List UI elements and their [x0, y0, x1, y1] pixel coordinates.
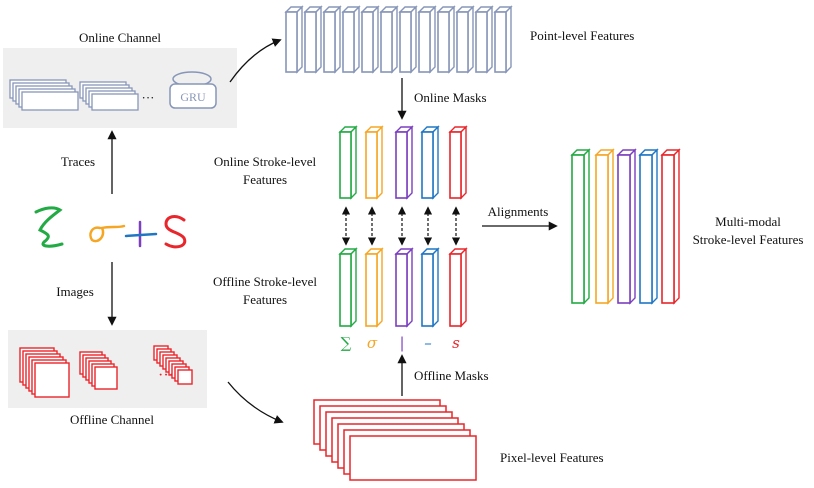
online-curve-arrow [229, 38, 282, 83]
online-stroke-bars [338, 125, 468, 200]
multimodal-stroke-bar [594, 148, 615, 305]
online-masks-label: Online Masks [414, 90, 487, 105]
handwritten-expression [34, 206, 187, 249]
sigma-sum-stroke [34, 206, 64, 248]
online-stroke-bar [338, 125, 358, 200]
multimodal-stroke-bar [616, 148, 637, 305]
trace-stack [9, 79, 79, 111]
offline-ellipsis: ··· [158, 367, 174, 384]
offline-image-stacks [19, 345, 193, 398]
stroke-symbol: | [399, 334, 404, 352]
stroke-symbol: – [424, 334, 432, 352]
point-features-label: Point-level Features [530, 28, 634, 43]
pairwise-alignment-arrows [341, 206, 461, 246]
point-feature-bar [474, 5, 494, 74]
offline-curve-arrow [227, 381, 284, 424]
point-feature-bar [341, 5, 361, 74]
point-feature-bar [360, 5, 380, 74]
offline-stroke-label-line2: Features [243, 292, 287, 307]
multimodal-stroke-bar [660, 148, 681, 305]
offline-stroke-bar [338, 247, 358, 328]
point-feature-bar [455, 5, 475, 74]
online-stroke-label-line1: Online Stroke-level [214, 154, 317, 169]
stroke-symbol: σ [367, 334, 378, 352]
traces-label: Traces [61, 154, 95, 169]
offline-masks-label: Offline Masks [414, 368, 489, 383]
stroke-symbols: ∑ σ | – s [341, 334, 461, 352]
online-stroke-bar [364, 125, 384, 200]
point-feature-bar [379, 5, 399, 74]
offline-stroke-label-line1: Offline Stroke-level [213, 274, 317, 289]
online-ellipsis: ··· [142, 90, 155, 105]
point-feature-bar [322, 5, 342, 74]
alignments-label: Alignments [488, 204, 549, 219]
sigma-stroke [89, 224, 126, 243]
point-feature-bar [436, 5, 456, 74]
multimodal-stroke-bar [570, 148, 591, 305]
point-level-feature-bars [284, 5, 513, 74]
plus-horizontal-stroke [124, 232, 158, 238]
offline-stroke-bar [364, 247, 384, 328]
offline-stroke-bar [420, 247, 440, 328]
image-stack [79, 351, 118, 390]
trace-stack [79, 81, 139, 111]
multimodal-label-line1: Multi-modal [715, 214, 781, 229]
gru-label: GRU [180, 90, 206, 104]
offline-stroke-bars [338, 247, 468, 328]
image-stack [153, 345, 193, 385]
image-stack [19, 347, 70, 398]
online-stroke-bar [448, 125, 468, 200]
online-channel-label: Online Channel [79, 30, 161, 45]
multimodal-stroke-bar [638, 148, 659, 305]
online-stroke-label-line2: Features [243, 172, 287, 187]
offline-stroke-bar [448, 247, 468, 328]
multimodal-stroke-bars [570, 148, 681, 305]
offline-stroke-bar [394, 247, 414, 328]
s-stroke [164, 215, 187, 249]
stroke-symbol: ∑ [341, 334, 352, 352]
point-feature-bar [417, 5, 437, 74]
online-trace-stacks [9, 79, 139, 111]
online-stroke-bar [420, 125, 440, 200]
point-feature-bar [493, 5, 513, 74]
pixel-feature-map [349, 435, 477, 481]
pixel-features-label: Pixel-level Features [500, 450, 604, 465]
online-stroke-bar [394, 125, 414, 200]
point-feature-bar [284, 5, 304, 74]
stroke-symbol: s [452, 334, 460, 352]
pixel-level-feature-stack [313, 399, 477, 481]
point-feature-bar [398, 5, 418, 74]
offline-channel-label: Offline Channel [70, 412, 154, 427]
gru-block: GRU [169, 71, 217, 109]
images-label: Images [56, 284, 94, 299]
multimodal-label-line2: Stroke-level Features [693, 232, 804, 247]
point-feature-bar [303, 5, 323, 74]
